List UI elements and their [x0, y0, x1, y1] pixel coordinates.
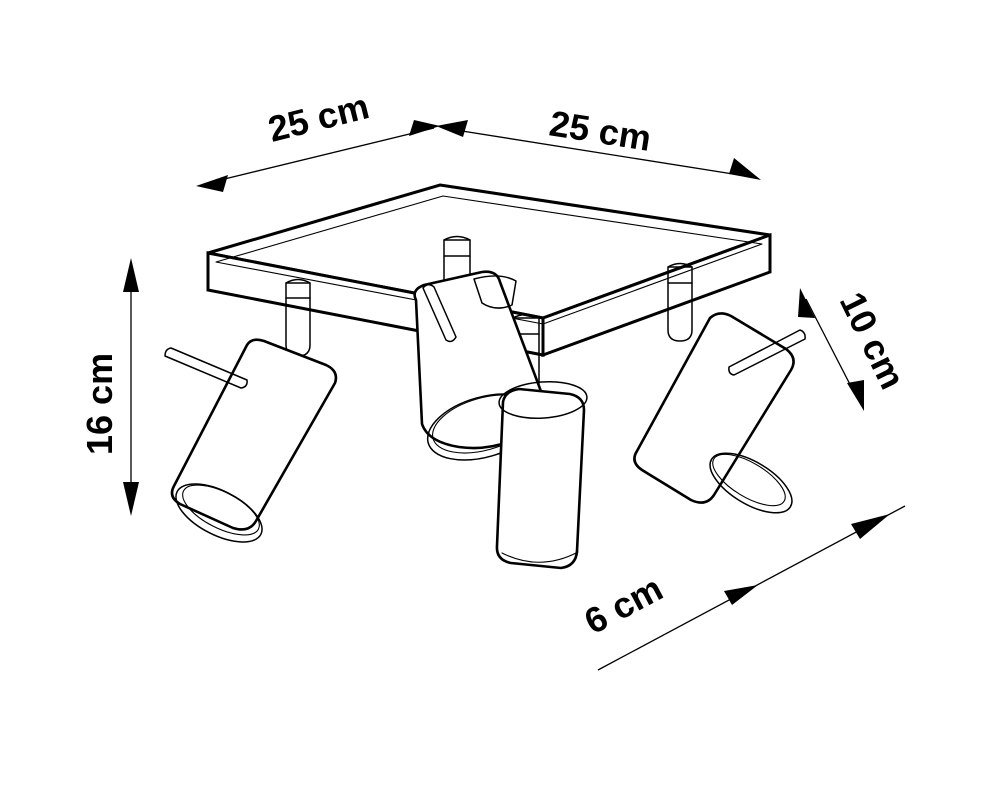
dimension-spot-length: 10 cm	[798, 286, 913, 411]
spot-head-right-body	[633, 312, 795, 504]
spot-head-back-knuckle	[473, 275, 517, 309]
dimension-fixture-height: 16 cm	[79, 258, 139, 516]
stem-right-cap	[667, 262, 693, 268]
arrowhead-spot-diameter-end	[851, 514, 890, 539]
dimension-label-width-right: 25 cm	[547, 102, 654, 158]
dimension-label-spot-diameter: 6 cm	[578, 567, 670, 642]
spot-head-right-rod	[728, 329, 806, 376]
dimension-label-height: 16 cm	[79, 353, 120, 455]
arrowhead-width-right-end	[729, 158, 761, 180]
stem-right-body	[667, 266, 693, 342]
spot-head-left-body	[170, 338, 338, 531]
arrowhead-spot-length-start	[798, 288, 815, 318]
arrowhead-spot-diameter-mid	[724, 585, 758, 605]
spot-head-front-body	[495, 387, 586, 570]
arrowhead-height-top	[123, 258, 139, 292]
dimension-label-width-left: 25 cm	[264, 85, 373, 149]
dimension-plate-width-right: 25 cm	[436, 102, 761, 180]
dimension-spot-diameter: 6 cm	[578, 505, 906, 671]
stem-left-cap	[285, 278, 311, 284]
arrowhead-width-right-start	[436, 120, 468, 137]
spot-head-front	[495, 381, 588, 570]
arrowhead-width-left-end	[409, 120, 440, 136]
dimension-label-spot-length: 10 cm	[832, 286, 914, 396]
spot-head-left	[164, 338, 338, 543]
stem-right	[667, 262, 693, 342]
spot-head-back-rod	[422, 284, 457, 343]
stem-back-cap	[443, 235, 471, 241]
spot-head-left-aperture-inner	[182, 484, 260, 536]
spot-head-left-rod	[164, 347, 248, 389]
spot-head-front-bottom-edge	[501, 551, 579, 563]
spot-head-right	[633, 312, 806, 514]
spot-head-right-aperture	[709, 452, 793, 514]
dimension-line-width-left	[203, 127, 435, 185]
stem-front-cap	[512, 313, 540, 319]
plate-relief-line	[215, 195, 763, 325]
arrowhead-spot-length-end	[847, 380, 864, 411]
arrowhead-height-bottom	[123, 482, 139, 516]
dimension-line-spot-length	[805, 298, 858, 399]
plate-right-side-face	[541, 232, 772, 358]
spot-head-front-aperture	[498, 381, 588, 419]
dimension-line-width-right	[442, 127, 753, 178]
spot-head-right-aperture-inner	[712, 453, 786, 507]
arrowhead-width-left-start	[196, 175, 228, 192]
dimension-plate-width-left: 25 cm	[196, 85, 440, 192]
